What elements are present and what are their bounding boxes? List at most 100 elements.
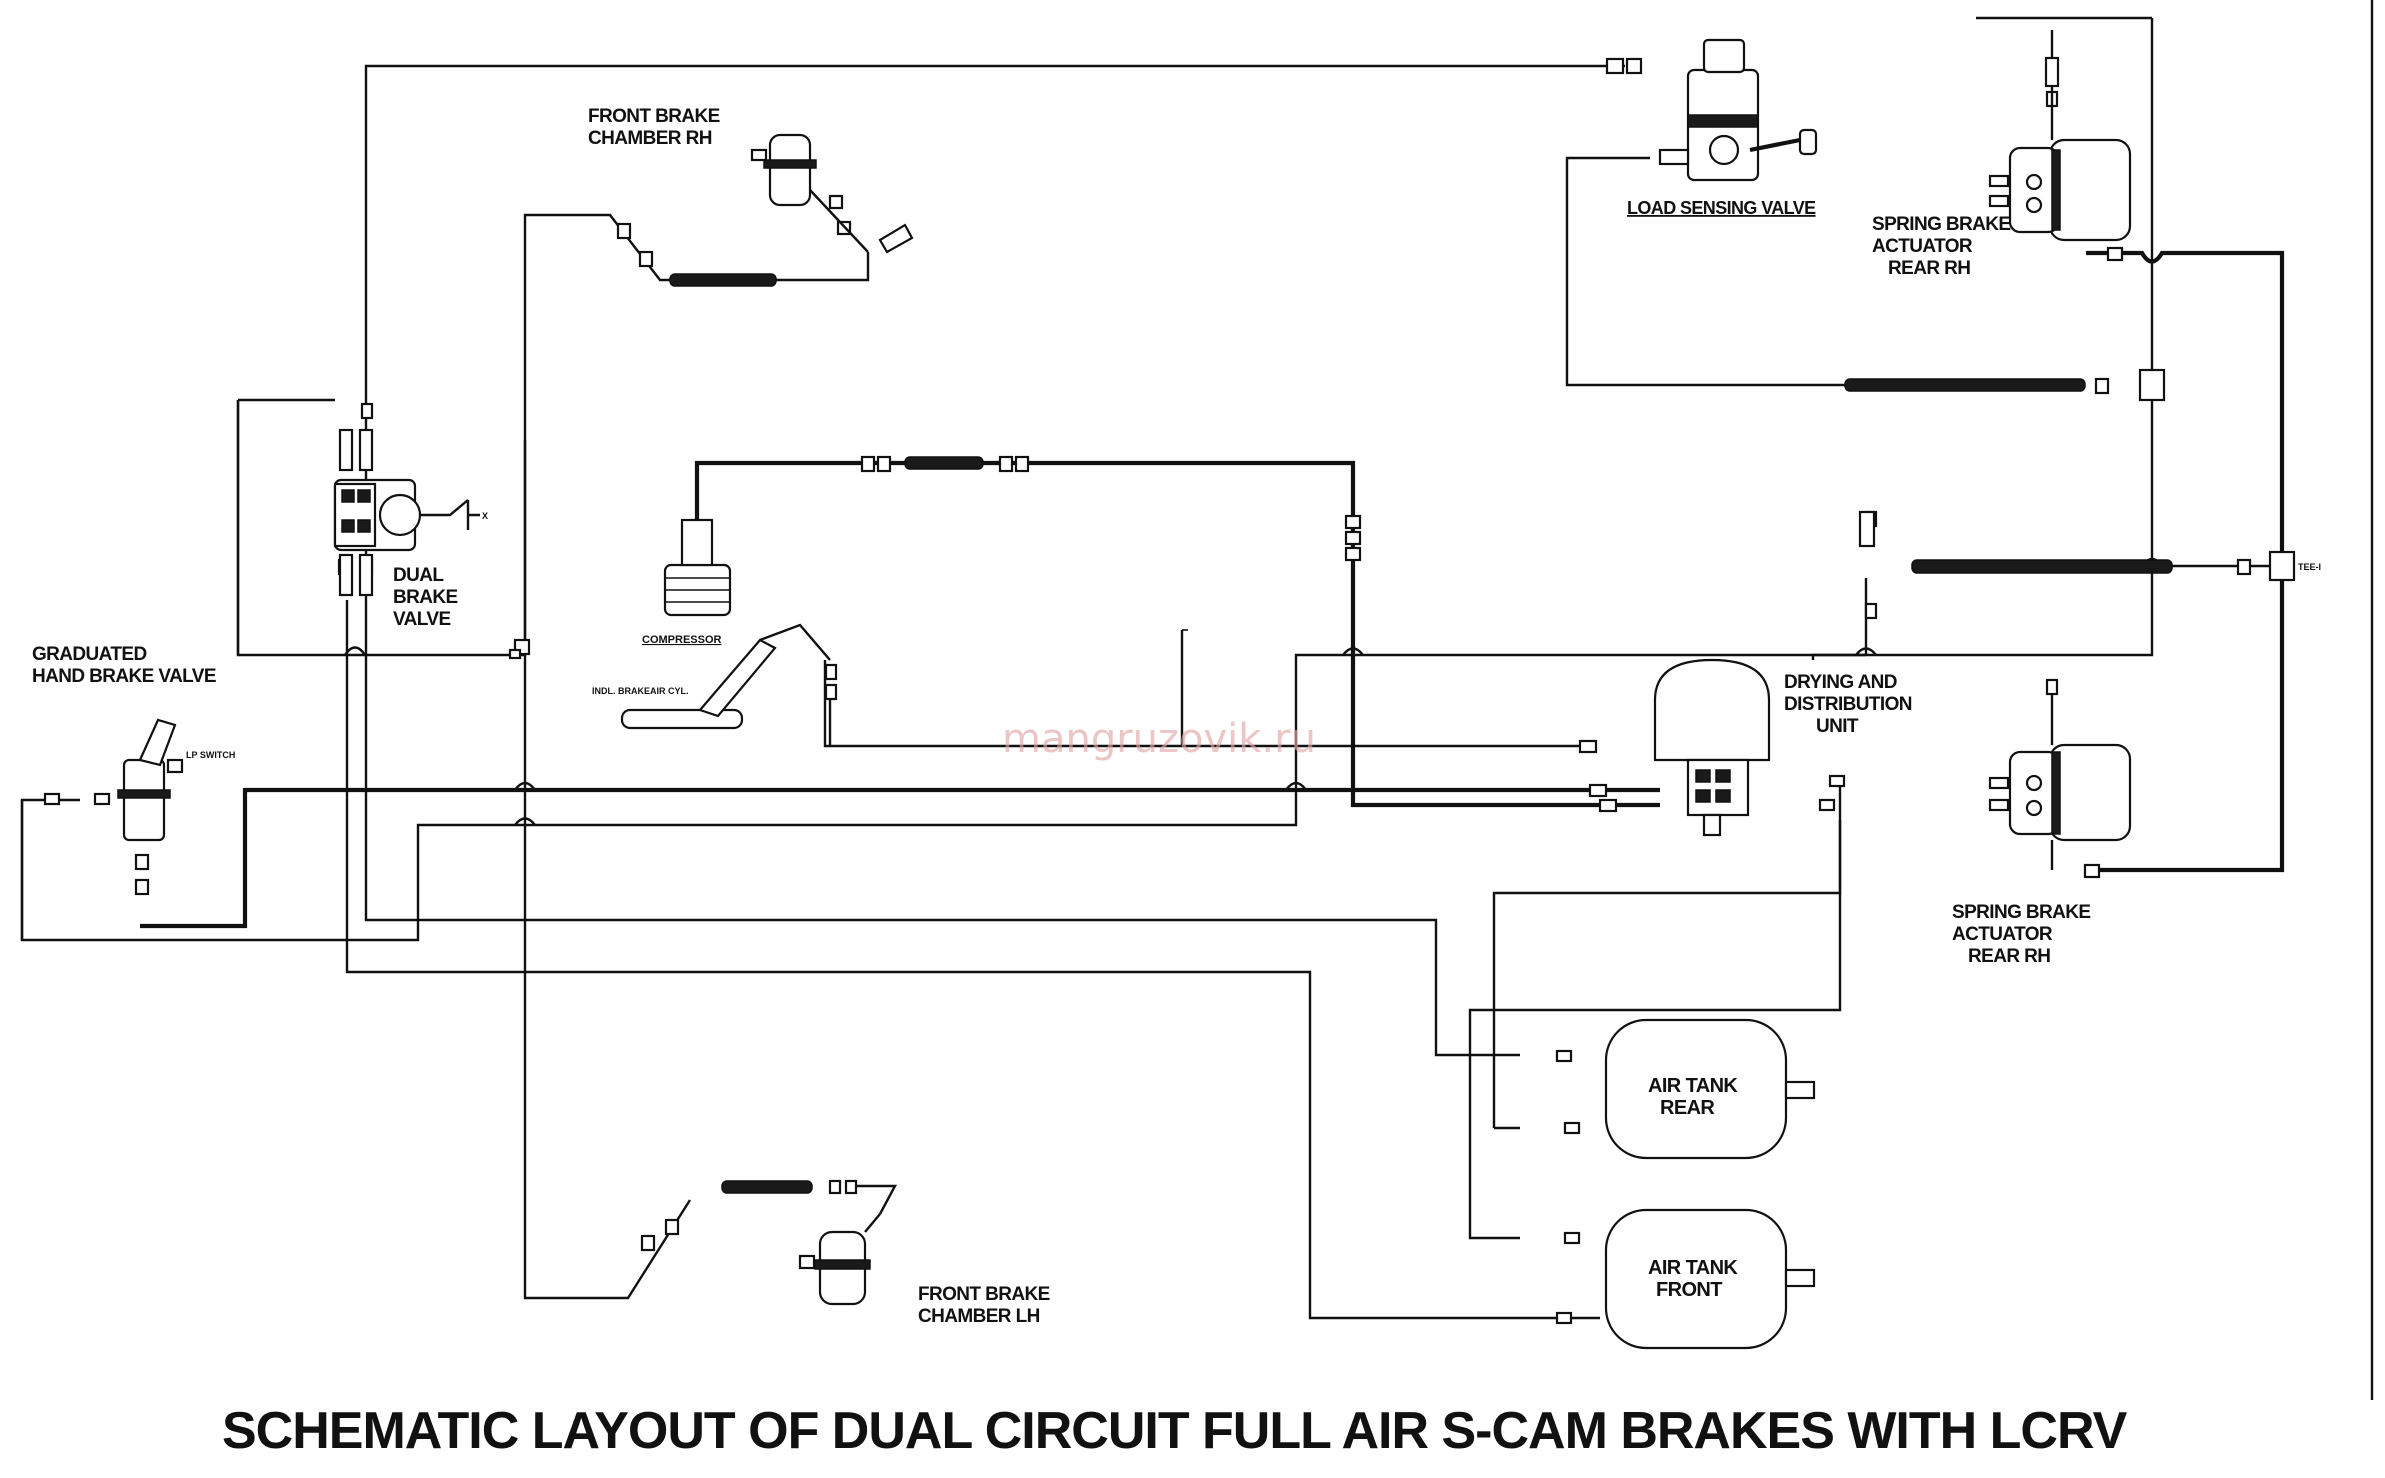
dryer-valve: [1715, 789, 1731, 803]
fitting: [2094, 377, 2110, 395]
actuator-mid-flange: [2051, 149, 2061, 231]
x-marker: X: [482, 511, 488, 521]
compressor-head: [680, 518, 714, 567]
pipe-supply-b: [140, 787, 1660, 929]
dbv-bottom-fitting: [358, 553, 374, 597]
crossover: [344, 646, 366, 656]
tee-lower: [2268, 550, 2296, 582]
tank-drain: [1784, 1268, 1816, 1288]
fitting: [2045, 678, 2059, 696]
spring-brake-actuator-top: [1988, 30, 2132, 242]
fitting: [640, 1234, 656, 1252]
clutch-cyl-label: INDL. BRAKEAIR CYL.: [592, 686, 689, 696]
fitting: [134, 853, 150, 871]
fitting: [360, 402, 374, 420]
fitting: [828, 1179, 842, 1195]
clutch-cyl-body: [620, 708, 744, 730]
dryer-valve: [1695, 789, 1711, 803]
pipe-tank-b: [1492, 776, 1842, 1128]
lsv-band: [1687, 114, 1759, 128]
pipe-lsv-return: [1565, 156, 1850, 387]
dryer-dome: [1653, 658, 1771, 762]
actuator-port: [2025, 173, 2043, 191]
fitting: [1344, 530, 1362, 546]
dryer-base: [1686, 758, 1750, 817]
fitting: [828, 194, 844, 210]
tank-drain: [1784, 1080, 1816, 1100]
fitting: [616, 222, 632, 240]
tee-upper: [2138, 368, 2166, 402]
fitting: [2106, 246, 2124, 262]
fitting: [1818, 798, 1836, 812]
fitting: [1605, 57, 1625, 75]
chamber-flange: [814, 1259, 871, 1270]
chamber-rod: [809, 189, 869, 253]
actuator-fitting: [1988, 798, 2010, 812]
chamber-body: [768, 133, 812, 207]
dbv-top-fitting: [358, 428, 374, 472]
actuator-port: [2025, 196, 2043, 214]
fitting: [1563, 1231, 1581, 1245]
actuator-mid-flange: [2051, 751, 2061, 835]
pipe-tank-d: [1468, 1055, 1520, 1240]
lsv-lever: [1749, 137, 1801, 153]
pressure-indicator: [1180, 629, 1188, 746]
hbv-flange: [117, 789, 171, 799]
pipe-compressor-delivery: [694, 460, 1660, 808]
drying-distribution-unit: [1653, 658, 1771, 837]
pipe-long-3: [523, 655, 692, 1300]
front-brake-chamber-lh: [798, 1184, 898, 1306]
fitting: [1014, 455, 1030, 473]
hose-compressor: [904, 456, 984, 470]
fitting: [664, 1218, 680, 1236]
fitting: [1828, 774, 1846, 788]
fitting: [2083, 863, 2101, 879]
dual-brake-valve: X: [333, 428, 488, 597]
dbv-top-fitting: [338, 428, 354, 472]
fitting: [508, 648, 522, 660]
pipe-rear-main: [1811, 18, 2154, 660]
watermark: mangruzovik.ru: [1002, 716, 1316, 762]
hoses: [669, 273, 2173, 1194]
actuator-body: [2048, 743, 2132, 842]
hose-front-rh: [669, 273, 777, 287]
lp-switch-label: LP SWITCH: [186, 750, 235, 760]
chamber-fitting: [798, 1254, 816, 1270]
dbv-plunger: [378, 493, 422, 537]
actuator-fitting: [1988, 174, 2010, 188]
fitting: [998, 455, 1014, 473]
dryer-drain: [1702, 813, 1722, 837]
dbv-port: [357, 489, 371, 503]
air-tank-front: [1604, 1208, 1816, 1350]
fitting: [1563, 1121, 1581, 1135]
clutch-cylinder: INDL. BRAKEAIR CYL.: [592, 623, 831, 730]
fitting: [1864, 602, 1878, 620]
crossover: [1855, 647, 1877, 656]
fitting: [824, 683, 838, 701]
diagram-title: SCHEMATIC LAYOUT OF DUAL CIRCUIT FULL AI…: [222, 1402, 2128, 1460]
front-brake-chamber-rh: [750, 133, 914, 254]
crossover: [514, 781, 536, 791]
hbv-body: [122, 758, 166, 842]
lsv-lever-end: [1798, 128, 1818, 156]
pipe-supply-c: [20, 798, 80, 940]
air-tank-rear: [1604, 1018, 1816, 1160]
fitting: [1344, 546, 1362, 562]
slack-adjuster: [878, 223, 914, 254]
rear-tees: TEE-I: [1858, 368, 2321, 582]
test-point: [1858, 510, 1876, 548]
fitting: [1344, 514, 1362, 530]
fitting: [2236, 558, 2252, 576]
compressor: COMPRESSOR: [642, 518, 732, 646]
chamber-fitting: [750, 148, 768, 162]
actuator-fitting: [1988, 776, 2010, 790]
pipe-lh-link: [857, 1184, 898, 1215]
fitting: [1578, 739, 1598, 754]
fitting: [43, 792, 61, 806]
